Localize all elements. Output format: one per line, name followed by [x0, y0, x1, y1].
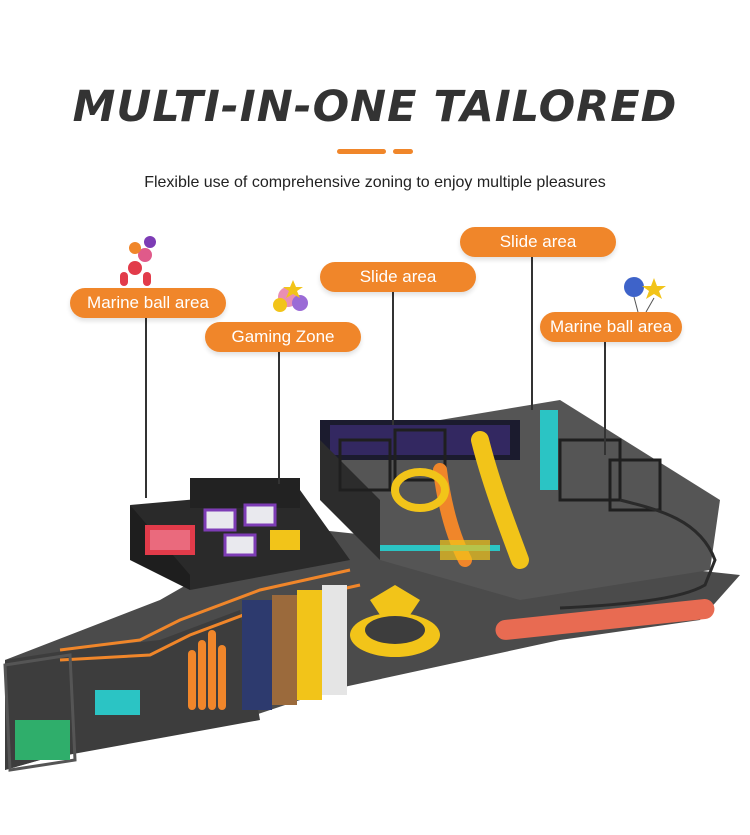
gaming-zone-backwall [190, 478, 300, 508]
outer-railing [559, 498, 717, 610]
yellow-slide [471, 431, 529, 569]
gaming-tile-4 [270, 530, 300, 550]
orange-pillars [188, 630, 226, 710]
leader-marine-ball-right [604, 340, 606, 455]
zone-label-slide-area-center: Slide area [320, 262, 476, 292]
floor-walkway [59, 568, 351, 652]
leader-slide-area-center [392, 290, 394, 425]
leader-slide-area-top [531, 255, 533, 410]
climb-panel-yellow [297, 590, 322, 700]
cyan-pad [95, 690, 140, 715]
balloon-cluster-icon [273, 280, 308, 312]
red-track [495, 599, 715, 640]
gaming-tile-3 [223, 533, 257, 557]
cyan-tower [540, 410, 558, 490]
main-structure-side [320, 440, 380, 560]
gaming-tile-1 [203, 508, 237, 532]
ball-pit-left-dots [150, 530, 190, 550]
center-platform-inner [365, 616, 425, 644]
leader-marine-ball-left [145, 318, 147, 498]
main-structure-frames [338, 428, 662, 512]
balloon-star-icon [624, 277, 666, 313]
yellow-sculpture [370, 585, 420, 615]
zone-label-gaming-zone: Gaming Zone [205, 322, 361, 352]
zone-label-marine-ball-left: Marine ball area [70, 288, 226, 318]
gaming-tile-2 [243, 503, 277, 527]
title-accent-bar-right [393, 149, 413, 154]
balloon-dog-icon [120, 236, 156, 286]
spiral-slide [391, 468, 449, 512]
climb-panel-navy [242, 600, 272, 710]
zone-label-slide-area-top: Slide area [460, 227, 616, 257]
title-accent-bar-left [337, 149, 386, 154]
ball-pit-right [440, 540, 490, 560]
zone-label-marine-ball-right: Marine ball area [540, 312, 682, 342]
bottom-left-turf [15, 720, 70, 760]
page-title: MULTI-IN-ONE TAILORED [72, 82, 678, 132]
leader-gaming-zone [278, 352, 280, 484]
climb-panel-white [322, 585, 347, 695]
climb-panel-brown [272, 595, 297, 705]
bottom-left-cage [3, 653, 77, 772]
page-subtitle: Flexible use of comprehensive zoning to … [144, 174, 606, 191]
